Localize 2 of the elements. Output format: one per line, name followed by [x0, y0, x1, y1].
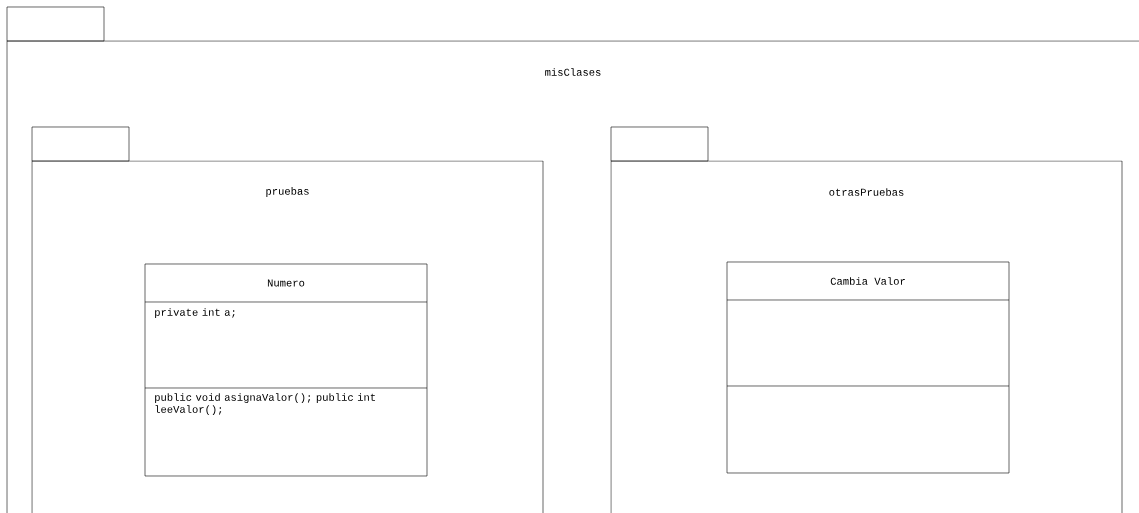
class-box: Cambia Valor	[726, 261, 1010, 474]
class-box: Numero private int a; public void asignaValor(); public int leeValor();	[144, 263, 428, 477]
